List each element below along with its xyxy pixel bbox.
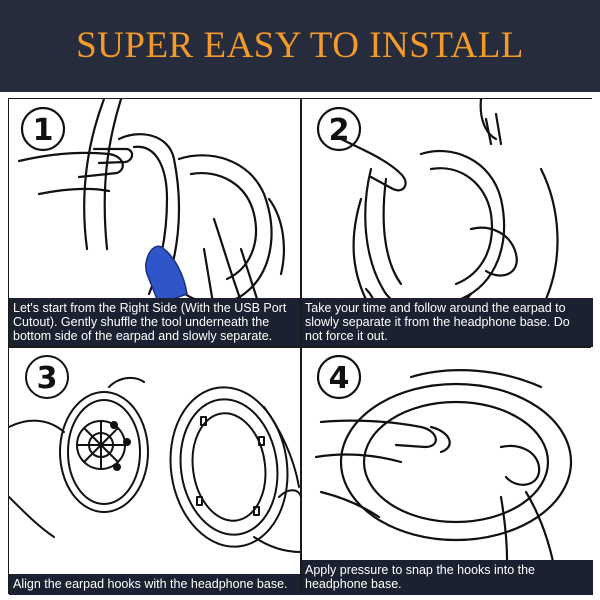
header-banner: SUPER EASY TO INSTALL bbox=[0, 0, 600, 92]
headphone-icon bbox=[83, 99, 285, 306]
step-number-icon: 4 bbox=[316, 354, 362, 400]
step-panel-2: 2 Take your time and follow around the e… bbox=[301, 99, 593, 347]
step-panel-4: 4 Apply pressure to snap the hooks into … bbox=[301, 347, 593, 595]
earpad-icon bbox=[169, 386, 289, 548]
step-3-caption: Align the earpad hooks with the headphon… bbox=[9, 574, 301, 595]
step-4-caption: Apply pressure to snap the hooks into th… bbox=[301, 560, 593, 595]
step-panel-3: 3 bbox=[9, 347, 301, 595]
panel-divider-horizontal bbox=[9, 346, 591, 348]
step-number-icon: 1 bbox=[20, 106, 66, 152]
step-number-3: 3 bbox=[37, 361, 58, 396]
step-panel-1: 1 Let's start from the Ri bbox=[9, 99, 301, 347]
step-number-4: 4 bbox=[329, 361, 350, 396]
hand-icon bbox=[17, 147, 261, 318]
step-3-illustration: 3 bbox=[9, 355, 301, 553]
headphone-icon bbox=[59, 376, 149, 513]
step-number-1: 1 bbox=[33, 113, 54, 148]
page-title: SUPER EASY TO INSTALL bbox=[76, 25, 524, 66]
step-number-icon: 2 bbox=[316, 106, 362, 152]
step-number-icon: 3 bbox=[25, 355, 69, 399]
step-2-caption: Take your time and follow around the ear… bbox=[301, 298, 593, 347]
step-1-illustration: 1 bbox=[17, 99, 285, 318]
step-1-caption: Let's start from the Right Side (With th… bbox=[9, 298, 301, 347]
hand-icon bbox=[9, 406, 301, 553]
step-number-2: 2 bbox=[329, 113, 350, 148]
step-2-illustration: 2 bbox=[316, 99, 559, 331]
earpad-icon bbox=[339, 369, 573, 542]
pry-tool-icon bbox=[145, 245, 188, 305]
instruction-grid: 1 Let's start from the Ri bbox=[8, 98, 593, 595]
headphone-icon bbox=[364, 99, 559, 316]
step-4-illustration: 4 bbox=[314, 354, 573, 589]
